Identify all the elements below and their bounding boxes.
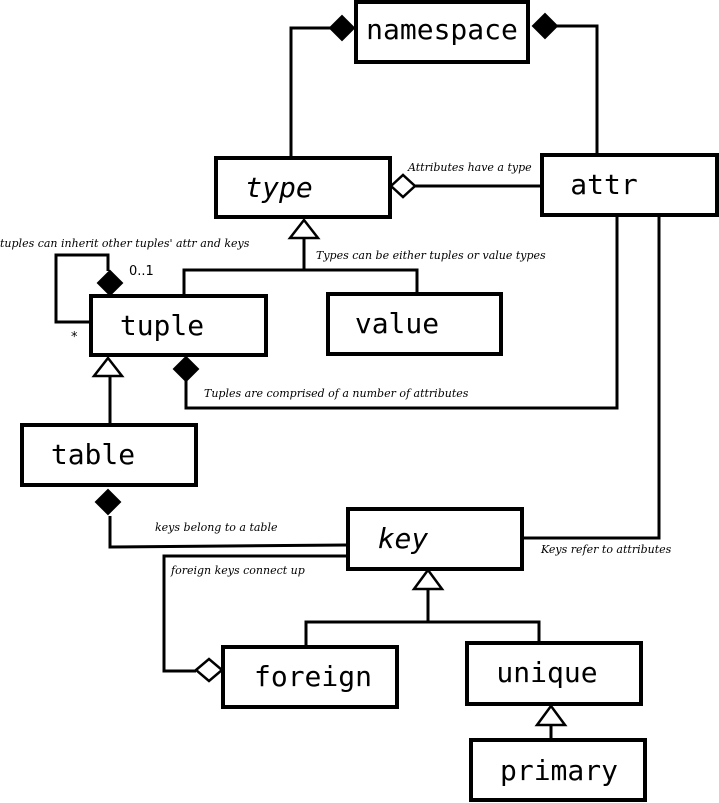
key-generalization-arrow-icon — [411, 567, 445, 591]
unique-generalization-arrow-icon — [534, 703, 568, 727]
class-table: table — [20, 423, 198, 487]
class-tuple: tuple — [89, 294, 268, 357]
tuple-self-link — [54, 253, 110, 324]
table-tuple-generalization-arrow-icon — [91, 355, 125, 378]
tuple-self-composition-icon — [96, 269, 124, 297]
class-attr-label: attr — [570, 168, 637, 201]
multiplicity-parent: 0..1 — [129, 264, 154, 279]
class-type: type — [214, 156, 392, 219]
class-primary-label: primary — [500, 754, 618, 787]
class-value-label: value — [355, 307, 439, 340]
key-attr-link — [522, 216, 661, 540]
type-generalization-branches — [182, 268, 419, 296]
namespace-attr-link — [556, 24, 599, 155]
class-value: value — [326, 292, 503, 356]
class-foreign: foreign — [221, 645, 399, 709]
namespace-type-link — [289, 26, 332, 158]
table-key-link — [108, 516, 348, 549]
class-table-label: table — [51, 438, 135, 471]
class-key-label: key — [378, 522, 429, 555]
note-keys-refer-attributes: Keys refer to attributes — [540, 543, 672, 556]
table-key-composition-icon — [94, 488, 122, 516]
note-type-kinds: Types can be either tuples or value type… — [316, 249, 546, 262]
class-type-label: type — [245, 171, 312, 204]
multiplicity-child: * — [71, 330, 78, 345]
class-unique-label: unique — [496, 656, 597, 689]
class-foreign-label: foreign — [254, 660, 372, 693]
note-keys-belong-table: keys belong to a table — [155, 521, 278, 534]
foreign-key-link — [162, 554, 349, 673]
note-tuple-attributes: Tuples are comprised of a number of attr… — [204, 387, 469, 400]
class-unique: unique — [465, 641, 643, 706]
namespace-type-composition-icon — [328, 14, 356, 42]
class-tuple-label: tuple — [120, 309, 204, 342]
type-generalization-arrow-icon — [287, 217, 321, 240]
note-attributes-have-type: Attributes have a type — [407, 161, 532, 174]
class-key: key — [346, 507, 524, 571]
class-namespace-label: namespace — [366, 13, 518, 46]
class-primary: primary — [469, 738, 647, 802]
namespace-attr-composition-icon — [531, 12, 559, 40]
tuple-attr-link — [184, 216, 619, 410]
foreign-key-aggregation-icon — [194, 657, 224, 683]
tuple-attr-composition-icon — [172, 355, 200, 383]
note-foreign-keys: foreign keys connect up — [170, 564, 305, 577]
class-attr: attr — [540, 153, 719, 217]
note-tuple-inheritance: tuples can inherit other tuples' attr an… — [0, 237, 250, 250]
class-namespace: namespace — [354, 0, 530, 64]
attr-type-aggregation-icon — [389, 173, 417, 199]
key-generalization-branches — [304, 620, 541, 647]
